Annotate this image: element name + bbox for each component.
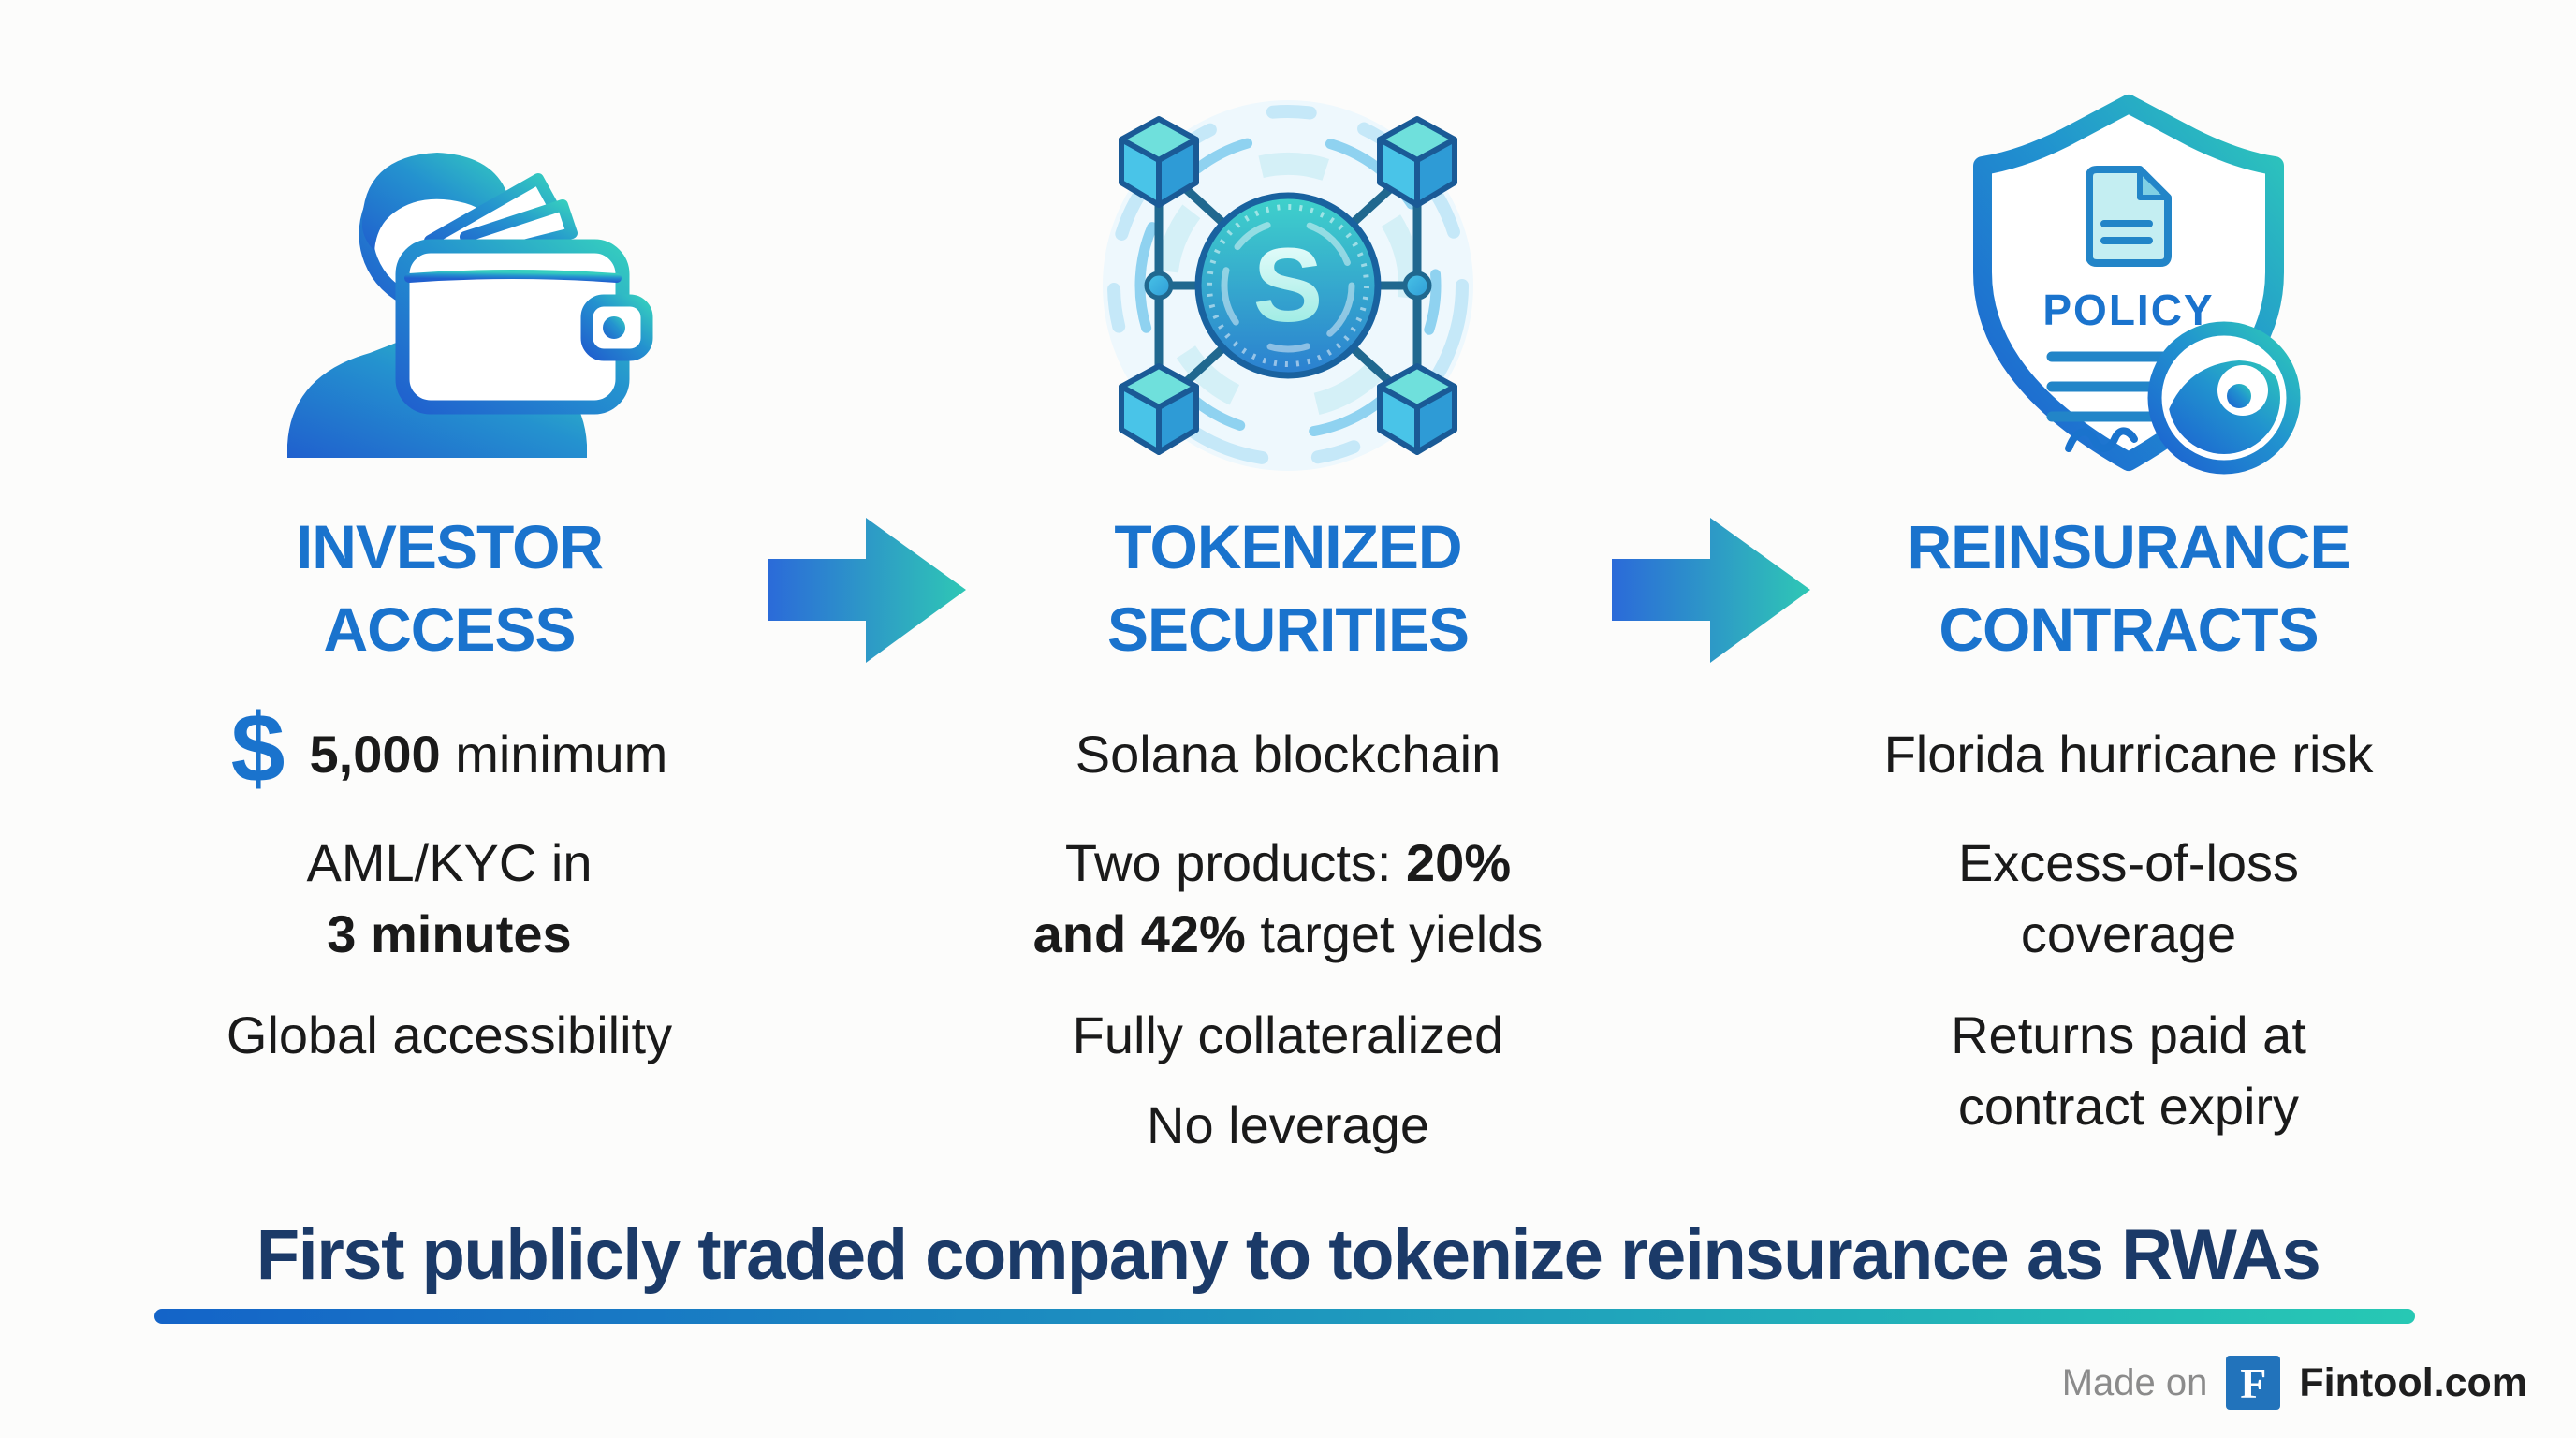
headline-underline bbox=[154, 1309, 2415, 1324]
signature-squiggle bbox=[2065, 427, 2138, 452]
column-title-reinsurance-contracts: REINSURANCE CONTRACTS bbox=[1782, 506, 2475, 670]
column-title-investor-access: INVESTOR ACCESS bbox=[94, 506, 805, 670]
column-reinsurance-contracts: POLICY bbox=[1782, 0, 2475, 1438]
fintool-brand: Fintool.com bbox=[2299, 1359, 2527, 1405]
excess-line1: Excess-of-loss bbox=[1957, 833, 2300, 892]
fintool-logo-icon: F bbox=[2226, 1356, 2281, 1410]
hurricane-wave-icon bbox=[2147, 321, 2301, 475]
title-line: REINSURANCE bbox=[1907, 512, 2350, 581]
wallet-icon bbox=[395, 173, 653, 415]
title-line: INVESTOR bbox=[295, 512, 604, 581]
yields-line2-bold: and 42% bbox=[1032, 904, 1246, 963]
bullet-target-yields: Two products: 20% and 42% target yields bbox=[942, 828, 1634, 970]
flow-arrow-icon bbox=[1612, 518, 1810, 663]
coin-letter: S bbox=[1253, 227, 1324, 344]
bullet-minimum-investment: $5,000 minimum bbox=[94, 700, 805, 798]
yields-line1: Two products: 20% bbox=[942, 828, 1634, 899]
flow-arrow-icon bbox=[768, 518, 966, 663]
bullet-excess-of-loss: Excess-of-loss coverage bbox=[1782, 828, 2475, 970]
excess-line2: coverage bbox=[2020, 904, 2237, 963]
title-line: TOKENIZED bbox=[1114, 512, 1462, 581]
blockchain-cubes bbox=[1119, 116, 1457, 455]
bullet-solana-blockchain: Solana blockchain bbox=[1075, 725, 1501, 784]
bullet-aml-kyc: AML/KYC in 3 minutes bbox=[94, 828, 805, 970]
blockchain-token-icon: S bbox=[942, 75, 1634, 496]
column-investor-access: INVESTOR ACCESS $5,000 minimum AML/KYC i… bbox=[94, 0, 805, 1438]
headline: First publicly traded company to tokeniz… bbox=[256, 1215, 2321, 1295]
minimum-label: minimum bbox=[440, 725, 668, 784]
title-line: CONTRACTS bbox=[1939, 594, 2319, 664]
bullet-no-leverage: No leverage bbox=[1147, 1095, 1429, 1154]
yields-line1-bold: 20% bbox=[1406, 833, 1512, 892]
policy-label: POLICY bbox=[2042, 286, 2214, 334]
person-wallet-icon-svg bbox=[287, 153, 653, 458]
bullet-returns-paid: Returns paid at contract expiry bbox=[1782, 1000, 2475, 1142]
yields-line1-regular: Two products: bbox=[1064, 833, 1407, 892]
node-dot bbox=[1144, 271, 1174, 301]
aml-kyc-line2: 3 minutes bbox=[327, 904, 572, 963]
returns-line1: Returns paid at bbox=[1951, 1005, 2306, 1064]
person-wallet-icon bbox=[94, 75, 805, 496]
policy-shield-icon: POLICY bbox=[1782, 75, 2475, 496]
column-title-tokenized-securities: TOKENIZED SECURITIES bbox=[942, 506, 1634, 670]
title-line: SECURITIES bbox=[1106, 594, 1470, 664]
title-line: ACCESS bbox=[323, 594, 576, 664]
bullet-global-accessibility: Global accessibility bbox=[226, 1005, 673, 1064]
dollar-sign-icon: $ bbox=[230, 695, 285, 803]
bullet-florida-hurricane-risk: Florida hurricane risk bbox=[1883, 725, 2374, 784]
yields-line2: and 42% target yields bbox=[942, 899, 1634, 970]
solana-coin-icon: S bbox=[1194, 192, 1382, 379]
node-dot bbox=[1402, 271, 1432, 301]
blockchain-token-icon-svg: S bbox=[1103, 100, 1473, 471]
minimum-amount: 5,000 bbox=[309, 725, 441, 784]
returns-line2: contract expiry bbox=[1957, 1077, 2300, 1136]
bullet-fully-collateralized: Fully collateralized bbox=[1072, 1005, 1504, 1064]
yields-line2-regular: target yields bbox=[1245, 904, 1544, 963]
aml-kyc-line1: AML/KYC in bbox=[306, 833, 593, 892]
made-on-label: Made on bbox=[2061, 1361, 2208, 1403]
footer-attribution: Made on F Fintool.com bbox=[2062, 1356, 2527, 1410]
document-icon bbox=[2086, 166, 2172, 267]
policy-shield-icon-svg: POLICY bbox=[1973, 95, 2301, 475]
column-tokenized-securities: S TOKENIZED SECURITIES Solana blockchain… bbox=[942, 0, 1634, 1438]
